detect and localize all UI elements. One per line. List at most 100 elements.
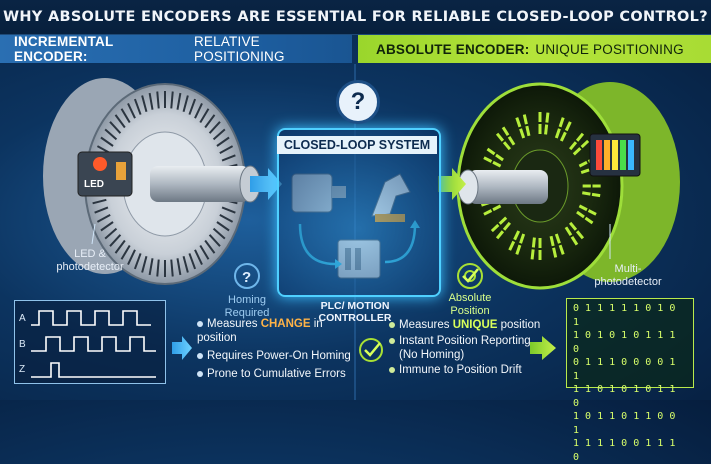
disc-slot bbox=[216, 136, 230, 147]
disc-slot bbox=[100, 221, 114, 232]
disc-track-segment bbox=[545, 112, 550, 123]
page-title: WHY ABSOLUTE ENCODERS ARE ESSENTIAL FOR … bbox=[0, 0, 711, 35]
incremental-encoder: LED bbox=[43, 78, 261, 285]
homing-line1: Homing bbox=[228, 294, 266, 306]
absolute-encoder bbox=[456, 82, 680, 290]
disc-slot bbox=[188, 98, 197, 115]
disc-track-segment bbox=[580, 139, 590, 149]
disc-slot bbox=[127, 249, 136, 265]
led-caption-line1: LED & bbox=[74, 248, 106, 260]
disc-slot bbox=[216, 221, 230, 232]
disc-slot bbox=[96, 214, 111, 223]
disc-slot bbox=[120, 244, 131, 260]
disc-track-segment bbox=[519, 233, 526, 244]
disc-slot bbox=[94, 206, 109, 214]
disc-slot bbox=[109, 121, 122, 134]
absolute-header-bold: ABSOLUTE ENCODER: bbox=[376, 41, 530, 57]
incremental-bullet-1: Measures CHANGE in position bbox=[197, 318, 323, 344]
absolute-line1: Absolute bbox=[448, 292, 492, 304]
disc-track-segment bbox=[558, 244, 565, 255]
plc-label: PLC/ MOTION CONTROLLER bbox=[295, 300, 415, 324]
waveform-traces bbox=[31, 310, 156, 378]
disc-slot bbox=[120, 108, 131, 124]
disc-track-segment bbox=[578, 160, 588, 168]
disc-track-segment bbox=[575, 132, 585, 142]
disc-slot bbox=[156, 259, 160, 277]
absolute-arrow bbox=[438, 168, 466, 200]
disc-track-segment bbox=[544, 124, 549, 135]
disc-slot bbox=[133, 98, 142, 115]
disc-track-segment bbox=[575, 230, 585, 240]
disc-track-segment bbox=[572, 147, 582, 156]
disc-track-segment bbox=[554, 128, 561, 139]
binary-row: 0 1 1 1 0 0 0 0 1 1 bbox=[573, 357, 676, 382]
disc-slot bbox=[182, 256, 189, 273]
channel-z-label: Z bbox=[19, 364, 26, 375]
binary-row: 1 1 1 1 0 0 1 1 1 0 bbox=[573, 438, 676, 463]
disc-track-segment bbox=[570, 235, 579, 246]
incremental-header-rest: RELATIVE POSITIONING bbox=[193, 34, 285, 64]
svg-text:?: ? bbox=[242, 269, 251, 286]
disc-slot bbox=[127, 103, 136, 119]
multi-photodetector-caption: Multi- photodetector bbox=[578, 263, 678, 289]
disc-track-segment bbox=[568, 221, 578, 231]
disc-slot bbox=[208, 234, 221, 247]
disc-track-segment bbox=[519, 128, 526, 139]
disc-slot bbox=[114, 114, 126, 129]
bullet-arrow-right bbox=[530, 336, 556, 360]
disc-track-segment bbox=[584, 216, 594, 225]
disc-track-segment bbox=[525, 125, 531, 137]
disc-track-segment bbox=[549, 235, 555, 247]
disc-slot bbox=[170, 91, 174, 109]
incremental-bullets: Measures CHANGE in position Requires Pow… bbox=[197, 317, 357, 381]
homing-icon: ? bbox=[234, 263, 260, 289]
disc-slot bbox=[156, 91, 160, 109]
closed-loop-title: CLOSED-LOOP SYSTEM bbox=[277, 136, 437, 154]
disc-slot bbox=[199, 244, 210, 260]
disc-track-segment bbox=[501, 126, 510, 137]
disc-track-segment bbox=[531, 237, 536, 248]
disc-track-segment bbox=[495, 230, 505, 240]
binary-row: 1 0 1 1 0 1 1 0 0 1 bbox=[573, 411, 676, 436]
multi-caption-line2: photodetector bbox=[594, 276, 662, 288]
disc-track-segment bbox=[552, 247, 558, 258]
disc-slot bbox=[109, 234, 122, 247]
disc-slot bbox=[204, 239, 216, 254]
disc-slot bbox=[170, 259, 174, 277]
incremental-arrow bbox=[250, 168, 282, 200]
bullet-arrow-left bbox=[172, 336, 192, 360]
led-photodetector-caption: LED & photodetector bbox=[30, 248, 150, 274]
led-label: LED bbox=[84, 179, 104, 190]
question-icon: ? bbox=[336, 80, 380, 124]
disc-track-segment bbox=[495, 132, 505, 142]
disc-track-segment bbox=[507, 136, 516, 146]
led-dot bbox=[93, 157, 107, 171]
disc-track-segment bbox=[495, 153, 504, 162]
disc-slot bbox=[182, 95, 189, 112]
incremental-bullet-2: Requires Power-On Homing bbox=[197, 349, 357, 363]
disc-track-segment bbox=[486, 147, 496, 156]
absolute-header-rest: UNIQUE POSITIONING bbox=[535, 41, 684, 57]
disc-track-segment bbox=[490, 223, 500, 233]
disc-track-segment bbox=[502, 141, 512, 151]
disc-track-segment bbox=[483, 209, 493, 216]
disc-slot bbox=[219, 214, 234, 223]
disc-track-segment bbox=[591, 192, 601, 198]
disc-slot bbox=[100, 136, 114, 147]
disc-slot bbox=[114, 239, 126, 254]
disc-slot bbox=[208, 121, 221, 134]
disc-track-segment bbox=[515, 117, 522, 128]
disc-slot bbox=[148, 92, 154, 110]
disc-slot bbox=[176, 92, 182, 110]
disc-slot bbox=[188, 253, 197, 270]
disc-slot bbox=[212, 227, 226, 240]
absolute-encoder-shaft bbox=[468, 170, 548, 204]
disc-slot bbox=[204, 114, 216, 129]
disc-slot bbox=[148, 258, 154, 276]
disc-track-segment bbox=[580, 168, 590, 174]
disc-slot bbox=[141, 256, 148, 273]
quadrature-waveform: A B Z bbox=[14, 300, 166, 384]
disc-slot bbox=[199, 108, 210, 124]
absolute-line2: Position bbox=[450, 305, 490, 317]
disc-track-segment bbox=[559, 131, 567, 142]
